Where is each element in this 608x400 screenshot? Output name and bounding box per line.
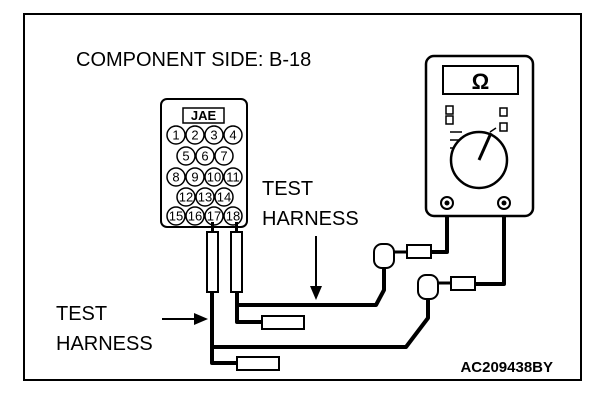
- connector-pin-13: 13: [195, 187, 215, 207]
- meter-indicator-2: [445, 115, 454, 125]
- connector-latch: [182, 107, 225, 124]
- meter-leads: [431, 205, 506, 286]
- connector-pin-label: 14: [217, 190, 231, 205]
- meter-display: [442, 65, 519, 95]
- meter-indicator-4: [499, 122, 508, 132]
- connector-pin-4: 4: [223, 125, 243, 145]
- connector-pin-10: 10: [204, 167, 224, 187]
- probe-sleeve-pin18: [230, 231, 243, 293]
- connector-pin-8: 8: [166, 167, 186, 187]
- connector-pin-17: 17: [204, 206, 224, 226]
- connector-pin-7: 7: [214, 146, 234, 166]
- connector-pin-14: 14: [214, 187, 234, 207]
- connector-pin-label: 11: [226, 170, 240, 185]
- connector-pin-3: 3: [204, 125, 224, 145]
- loose-lead-lower: [236, 356, 280, 371]
- connector-pin-16: 16: [185, 206, 205, 226]
- ohmmeter: Ω: [424, 54, 535, 218]
- label-test-harness-lower-1: TEST: [56, 303, 107, 325]
- diagram-frame: [23, 13, 582, 381]
- label-test-harness-upper-1: TEST: [262, 178, 313, 200]
- connector-pin-5: 5: [176, 146, 196, 166]
- connector-pin-label: 15: [169, 209, 183, 224]
- connector-pin-label: 16: [188, 209, 202, 224]
- connector-pin-label: 1: [172, 128, 179, 143]
- connector-pin-15: 15: [166, 206, 186, 226]
- arrow-lower-icon: [162, 313, 208, 325]
- connector-pin-label: 17: [207, 209, 221, 224]
- test-probe-upper: [373, 243, 432, 269]
- label-test-harness-upper-2: HARNESS: [262, 208, 359, 230]
- connector-pin-label: 5: [182, 149, 189, 164]
- connector-brand: JAE: [191, 108, 217, 123]
- harness-wires: [210, 268, 430, 365]
- connector-pin-1: 1: [166, 125, 186, 145]
- figure-code: AC209438BY: [460, 359, 553, 376]
- connector-pin-label: 8: [172, 170, 179, 185]
- test-probe-lower: [417, 274, 476, 300]
- connector-pin-12: 12: [176, 187, 196, 207]
- loose-lead-upper: [261, 315, 305, 330]
- arrow-upper-icon: [310, 236, 322, 300]
- connector-pin-label: 3: [210, 128, 217, 143]
- connector-pin-6: 6: [195, 146, 215, 166]
- connector-pin-label: 18: [226, 209, 240, 224]
- connector-pin-11: 11: [223, 167, 243, 187]
- connector-pin-18: 18: [223, 206, 243, 226]
- connector-pin-label: 6: [201, 149, 208, 164]
- meter-indicator-3: [499, 107, 508, 117]
- label-test-harness-lower-2: HARNESS: [56, 333, 153, 355]
- connector-pin-9: 9: [185, 167, 205, 187]
- connector-pin-label: 12: [179, 190, 193, 205]
- connector-pin-label: 7: [220, 149, 227, 164]
- meter-indicator-1: [445, 105, 454, 115]
- probe-sleeve-pin17: [206, 231, 219, 293]
- ohm-symbol: Ω: [472, 69, 490, 94]
- component-title: COMPONENT SIDE: B-18: [76, 49, 311, 71]
- connector-pin-label: 13: [198, 190, 212, 205]
- connector-pin-2: 2: [185, 125, 205, 145]
- connector-pin-label: 10: [207, 170, 221, 185]
- connector-pin-label: 4: [229, 128, 236, 143]
- connector-pin-label: 9: [191, 170, 198, 185]
- connector-pin-label: 2: [191, 128, 198, 143]
